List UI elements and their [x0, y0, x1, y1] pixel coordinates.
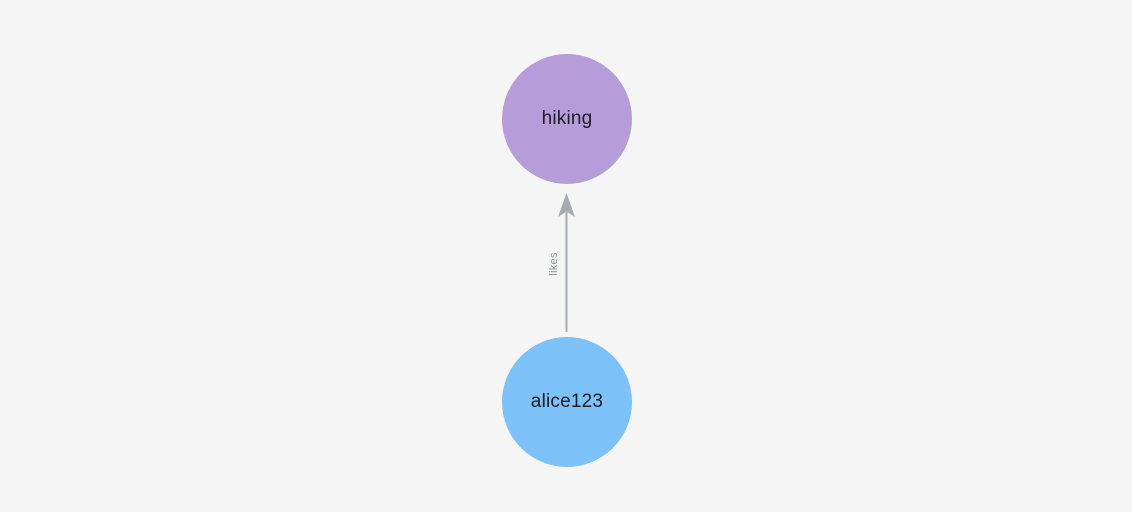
node-alice123[interactable]: alice123: [502, 337, 632, 467]
edge-label-likes: likes: [548, 252, 560, 276]
edge-arrowhead-up-icon: [558, 193, 575, 217]
node-label-hiking: hiking: [541, 108, 593, 129]
node-label-alice123: alice123: [530, 391, 604, 412]
node-hiking[interactable]: hiking: [502, 54, 632, 184]
